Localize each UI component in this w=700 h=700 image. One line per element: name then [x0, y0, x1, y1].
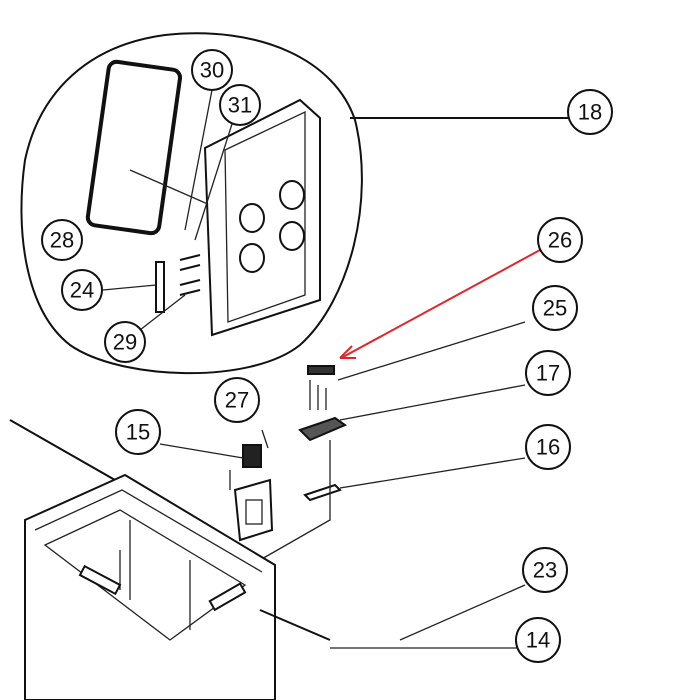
svg-text:26: 26 [548, 228, 572, 253]
callout-28: 28 [41, 219, 83, 261]
callout-14: 14 [515, 617, 561, 663]
callout-18: 18 [567, 89, 613, 135]
callout-30: 30 [191, 49, 233, 91]
callout-31: 31 [219, 84, 261, 126]
svg-text:23: 23 [533, 558, 557, 583]
gasket-part [85, 59, 183, 236]
callout-29: 29 [104, 321, 146, 363]
callout-17: 17 [525, 350, 571, 396]
highlight-arrow [339, 249, 541, 359]
callout-15: 15 [115, 409, 161, 455]
callout-25: 25 [532, 285, 578, 331]
svg-text:14: 14 [526, 628, 550, 653]
latch-assembly [259, 321, 526, 561]
svg-text:24: 24 [70, 278, 94, 303]
svg-text:17: 17 [536, 361, 560, 386]
svg-text:15: 15 [126, 420, 150, 445]
door-panel-part [203, 98, 321, 337]
callout-23: 23 [522, 547, 568, 593]
svg-text:30: 30 [200, 58, 224, 83]
svg-text:29: 29 [113, 330, 137, 355]
callout-27: 27 [214, 377, 260, 423]
svg-text:16: 16 [536, 435, 560, 460]
svg-text:27: 27 [225, 388, 249, 413]
callout-24: 24 [61, 269, 103, 311]
svg-text:31: 31 [228, 93, 252, 118]
svg-text:28: 28 [50, 228, 74, 253]
svg-text:18: 18 [578, 100, 602, 125]
callout-26: 26 [537, 217, 583, 263]
cooler-body-part [9, 419, 331, 700]
detail-bubble-outline [20, 32, 363, 375]
hinge-part [155, 261, 165, 313]
latch-part [159, 429, 274, 542]
svg-text:25: 25 [543, 296, 567, 321]
callout-16: 16 [525, 424, 571, 470]
